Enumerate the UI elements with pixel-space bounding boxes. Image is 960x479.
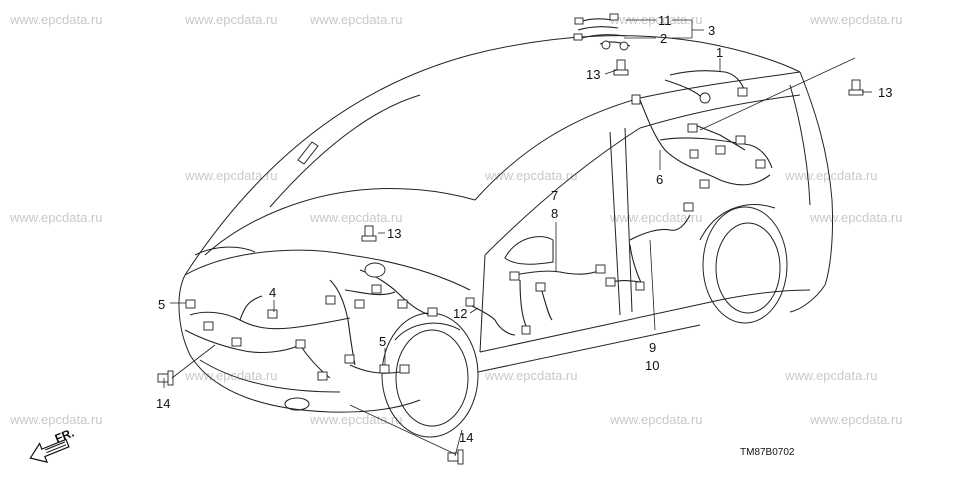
- watermark-text: www.epcdata.ru: [609, 210, 703, 225]
- callout-9: 9: [649, 340, 656, 355]
- bolt-14-left: [157, 370, 174, 386]
- watermark-text: www.epcdata.ru: [809, 412, 903, 427]
- callout-13-right: 13: [878, 85, 892, 100]
- callout-2: 2: [660, 31, 667, 46]
- callout-8: 8: [551, 206, 558, 221]
- watermark-text: www.epcdata.ru: [309, 412, 403, 427]
- leader-lines: [163, 19, 872, 457]
- callout-14-left: 14: [156, 396, 170, 411]
- watermark-text: www.epcdata.ru: [484, 368, 578, 383]
- callout-10: 10: [645, 358, 659, 373]
- front-direction-arrow: [29, 438, 70, 463]
- watermark-text: www.epcdata.ru: [609, 12, 703, 27]
- rear-door-harness: [605, 202, 694, 291]
- rear-wheel: [699, 204, 788, 324]
- watermark-text: www.epcdata.ru: [184, 12, 278, 27]
- body-harness: [631, 94, 773, 189]
- watermark-text: www.epcdata.ru: [184, 168, 278, 183]
- callout-5-left: 5: [158, 297, 165, 312]
- callout-7: 7: [551, 188, 558, 203]
- callout-13-upper: 13: [586, 67, 600, 82]
- direction-label: FR.: [53, 426, 76, 446]
- callout-12: 12: [453, 306, 467, 321]
- roof-harness-part: [573, 13, 631, 51]
- bolt-13-upper: [613, 59, 629, 76]
- watermark-text: www.epcdata.ru: [784, 368, 878, 383]
- front-door-harness: [509, 264, 606, 335]
- front-side-harness: [465, 297, 516, 336]
- diagram-code: TM87B0702: [740, 447, 795, 458]
- watermark-text: www.epcdata.ru: [9, 412, 103, 427]
- callout-labels: 11 2 3 1 13 13 6 7 8 13 5 4 12 5 9 10 14…: [156, 13, 892, 445]
- watermark-text: www.epcdata.ru: [609, 412, 703, 427]
- watermark-text: www.epcdata.ru: [9, 210, 103, 225]
- callout-14-bottom: 14: [459, 430, 473, 445]
- watermark-text: www.epcdata.ru: [809, 210, 903, 225]
- watermark-text: www.epcdata.ru: [784, 168, 878, 183]
- watermark-text: www.epcdata.ru: [309, 12, 403, 27]
- bolt-14-bottom: [447, 449, 464, 465]
- callout-1: 1: [716, 45, 723, 60]
- car-body-outline: [178, 35, 834, 413]
- callout-3: 3: [708, 23, 715, 38]
- watermark-text: www.epcdata.ru: [484, 168, 578, 183]
- callout-5-center: 5: [379, 334, 386, 349]
- rear-harness: [664, 70, 748, 104]
- watermark-text: www.epcdata.ru: [309, 210, 403, 225]
- bolt-13-right: [848, 79, 864, 96]
- callout-6: 6: [656, 172, 663, 187]
- callout-13-center: 13: [387, 226, 401, 241]
- watermark-text: www.epcdata.ru: [809, 12, 903, 27]
- watermark-layer: www.epcdata.ru www.epcdata.ru www.epcdat…: [9, 12, 903, 427]
- watermark-text: www.epcdata.ru: [9, 12, 103, 27]
- callout-11: 11: [658, 13, 672, 28]
- bolt-13-center: [361, 225, 377, 242]
- engine-harness: [184, 262, 438, 381]
- callout-4: 4: [269, 285, 276, 300]
